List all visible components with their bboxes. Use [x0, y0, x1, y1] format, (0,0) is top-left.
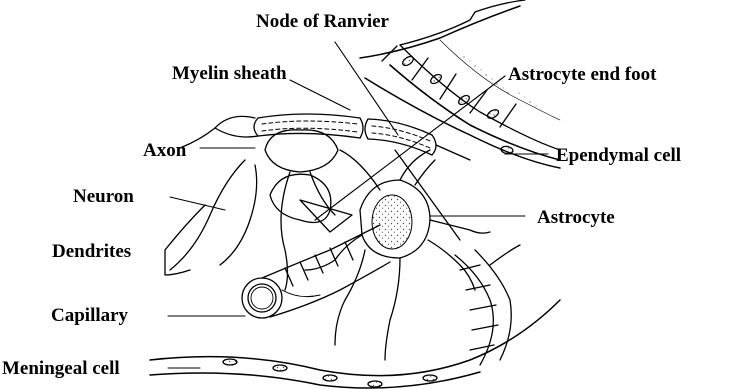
leader-lines [168, 42, 548, 368]
label-astrocyte-end-foot: Astrocyte end foot [508, 65, 656, 84]
astrocyte [300, 150, 490, 360]
label-ependymal-cell: Ependymal cell [556, 146, 681, 165]
neuron [165, 130, 380, 290]
label-myelin-sheath: Myelin sheath [172, 64, 287, 83]
leader-neuron [170, 197, 225, 210]
leader-astrocyte-end-foot [315, 76, 505, 220]
label-neuron: Neuron [73, 187, 134, 206]
meningeal-layer [150, 150, 560, 388]
label-meningeal-cell: Meningeal cell [2, 359, 120, 378]
label-node-of-ranvier: Node of Ranvier [256, 12, 389, 31]
myelinated-axon [180, 114, 470, 160]
capillary [242, 225, 390, 318]
leader-myelin-sheath [290, 80, 350, 110]
label-astrocyte: Astrocyte [537, 208, 615, 227]
label-dendrites: Dendrites [52, 242, 131, 261]
label-capillary: Capillary [51, 306, 128, 325]
label-axon: Axon [143, 141, 186, 160]
